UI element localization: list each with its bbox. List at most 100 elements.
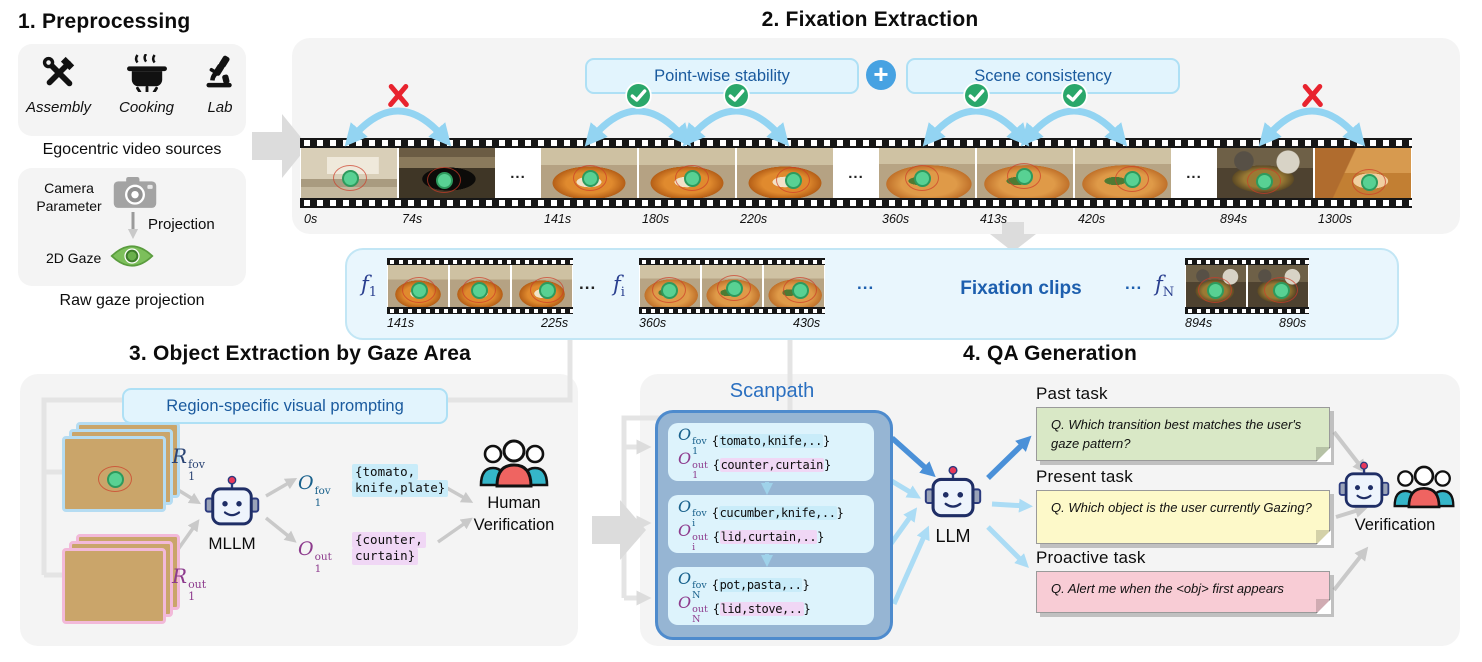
video-frame xyxy=(640,265,700,307)
present-task-heading: Present task xyxy=(1036,467,1133,486)
gaze-point-icon xyxy=(1351,169,1386,195)
camera-parameter-label: Camera Parameter xyxy=(36,180,102,214)
video-frame xyxy=(764,265,824,307)
pair-arc xyxy=(584,107,692,147)
human-group-icon xyxy=(478,438,550,493)
verification-group-icon xyxy=(1392,464,1456,514)
past-task-heading: Past task xyxy=(1036,384,1108,403)
source-assembly: Assembly xyxy=(26,54,91,116)
frame-timestamp: 0s xyxy=(304,212,318,226)
fixation-clips-box: f1 141s 225s ... fi 360s 430s ... Fi xyxy=(345,248,1399,340)
gaze-point-icon xyxy=(1264,277,1299,304)
clips-ellipsis: ... xyxy=(1125,274,1143,293)
video-sources: Assembly Cooking Lab xyxy=(26,53,238,116)
video-frame xyxy=(1217,148,1313,198)
proactive-task-heading: Proactive task xyxy=(1036,548,1146,567)
fov-region-stack xyxy=(62,422,180,512)
clip-end-time: 430s xyxy=(793,316,821,330)
clip-filmstrip-f1 xyxy=(387,258,573,314)
frame-timestamp: 141s xyxy=(544,212,572,226)
scene-consistency-tag: Scene consistency xyxy=(906,58,1180,94)
human-verification-label: Human Verification xyxy=(473,494,555,535)
mllm-label: MLLM xyxy=(208,534,256,553)
tools-icon xyxy=(40,54,78,97)
video-frame xyxy=(541,148,637,198)
source-label: Cooking xyxy=(118,99,175,116)
card-down-arrow xyxy=(761,482,773,495)
video-frame xyxy=(512,265,572,307)
video-frame xyxy=(1248,265,1308,307)
frame-timestamp: 180s xyxy=(642,212,670,226)
frame-gap: ... xyxy=(1172,148,1216,198)
camera-icon xyxy=(112,174,158,215)
gaze-point-icon xyxy=(775,167,810,193)
video-frame xyxy=(388,265,448,307)
verification-robot-icon xyxy=(1338,460,1390,517)
eye-gaze-icon xyxy=(110,242,154,275)
gaze-point-icon xyxy=(651,277,686,304)
plus-icon xyxy=(866,57,896,91)
fixation-clips-label: Fixation clips xyxy=(960,278,1082,299)
output-fov-set: {tomato, knife,plate} xyxy=(352,464,449,497)
frame-timestamp: 74s xyxy=(402,212,423,226)
gaze-point-icon xyxy=(717,274,752,301)
source-lab: Lab xyxy=(202,54,238,116)
frame-timestamp: 894s xyxy=(1220,212,1248,226)
clip-var-fN: fN xyxy=(1155,272,1175,301)
video-frame xyxy=(639,148,735,198)
sources-caption: Egocentric video sources xyxy=(42,141,222,158)
video-frame xyxy=(1315,148,1411,198)
llm-robot-icon xyxy=(924,464,982,527)
out-region-stack xyxy=(62,534,180,624)
clip-var-f1: f1 xyxy=(361,272,378,301)
gaze-point-icon xyxy=(98,466,132,493)
video-frame xyxy=(737,148,833,198)
video-frame xyxy=(399,148,495,198)
qa-generation-title: 4. QA Generation xyxy=(963,342,1137,365)
check-icon xyxy=(625,82,652,109)
gaze-point-icon xyxy=(573,165,607,191)
source-label: Assembly xyxy=(26,99,92,116)
clip-end-time: 890s xyxy=(1279,316,1307,330)
pair-arc xyxy=(1258,107,1366,147)
gaze-point-icon xyxy=(905,165,940,191)
check-icon xyxy=(1061,82,1088,109)
frame-timestamp: 413s xyxy=(980,212,1008,226)
clips-ellipsis: ... xyxy=(857,274,875,293)
clip-filmstrip-fN xyxy=(1185,258,1309,314)
preprocessing-title: 1. Preprocessing xyxy=(18,10,191,33)
pair-arc xyxy=(682,107,790,147)
frame-timestamp: 1300s xyxy=(1318,212,1353,226)
clip-filmstrip-fi xyxy=(639,258,825,314)
pair-arc xyxy=(922,107,1030,147)
cooking-pot-icon xyxy=(126,53,168,97)
verification-label: Verification xyxy=(1354,516,1436,534)
gaze-point-icon xyxy=(1247,168,1282,194)
object-extraction-title: 3. Object Extraction by Gaze Area xyxy=(129,342,471,365)
gaze-point-icon xyxy=(674,165,709,191)
filmstrip-sprockets xyxy=(300,198,1412,208)
video-frame xyxy=(1075,148,1171,198)
video-frame xyxy=(702,265,762,307)
clip-var-fi: fi xyxy=(613,272,625,301)
video-frame xyxy=(301,148,397,198)
frame-gap: ... xyxy=(496,148,540,198)
gaze-2d-label: 2D Gaze xyxy=(46,250,102,266)
output-out-set: {counter, curtain} xyxy=(352,532,426,565)
frame-timestamp: 220s xyxy=(740,212,768,226)
clips-ellipsis: ... xyxy=(579,274,597,293)
microscope-icon xyxy=(202,54,238,97)
clip-start-time: 894s xyxy=(1185,316,1213,330)
gaze-point-icon xyxy=(529,277,564,304)
clip-start-time: 141s xyxy=(387,316,415,330)
region-prompting-tag: Region-specific visual prompting xyxy=(122,388,448,424)
past-task-note: Q. Which transition best matches the use… xyxy=(1036,407,1331,462)
